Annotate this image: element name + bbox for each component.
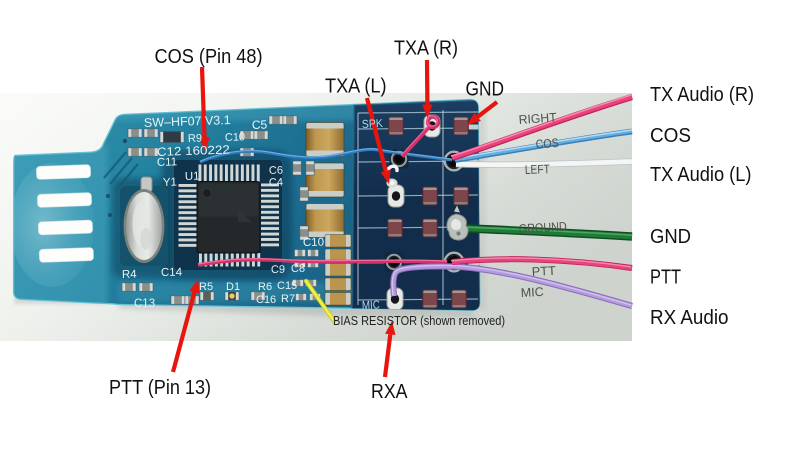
svg-text:R4: R4 bbox=[122, 269, 138, 281]
svg-text:RIGHT: RIGHT bbox=[518, 110, 557, 127]
svg-text:TXA (R): TXA (R) bbox=[394, 38, 458, 60]
svg-text:C16: C16 bbox=[256, 294, 276, 306]
svg-text:PTT: PTT bbox=[650, 267, 681, 289]
svg-text:BIAS RESISTOR (shown removed): BIAS RESISTOR (shown removed) bbox=[333, 314, 505, 328]
svg-text:C13: C13 bbox=[134, 298, 155, 310]
svg-text:SPK: SPK bbox=[362, 118, 384, 131]
svg-text:C15: C15 bbox=[277, 280, 297, 292]
svg-text:C6: C6 bbox=[269, 165, 283, 177]
svg-text:GND: GND bbox=[466, 79, 505, 101]
svg-text:COS (Pin 48): COS (Pin 48) bbox=[155, 46, 263, 68]
svg-text:GROUND: GROUND bbox=[518, 220, 567, 236]
svg-text:GND: GND bbox=[650, 226, 691, 248]
svg-text:C5: C5 bbox=[252, 117, 268, 132]
svg-text:RXA: RXA bbox=[371, 381, 408, 403]
svg-text:RX Audio: RX Audio bbox=[650, 307, 729, 329]
svg-text:D1: D1 bbox=[226, 281, 240, 293]
svg-text:PTT: PTT bbox=[531, 264, 556, 279]
svg-text:R7: R7 bbox=[281, 293, 295, 305]
svg-text:C8: C8 bbox=[291, 263, 305, 275]
svg-text:LEFT: LEFT bbox=[525, 162, 551, 177]
svg-text:TX Audio (L): TX Audio (L) bbox=[650, 164, 752, 186]
svg-text:TX Audio (R): TX Audio (R) bbox=[650, 84, 754, 106]
svg-text:PTT (Pin 13): PTT (Pin 13) bbox=[109, 377, 211, 399]
svg-text:C10: C10 bbox=[303, 237, 324, 249]
svg-text:COS: COS bbox=[650, 125, 691, 147]
svg-text:MIC: MIC bbox=[362, 299, 380, 312]
svg-text:R9: R9 bbox=[188, 133, 202, 145]
svg-text:R5: R5 bbox=[199, 281, 213, 293]
svg-text:SW–HF07 V3.1: SW–HF07 V3.1 bbox=[144, 113, 231, 130]
svg-text:C10: C10 bbox=[225, 131, 246, 144]
svg-text:MIC: MIC bbox=[520, 285, 544, 300]
svg-text:TXA (L): TXA (L) bbox=[325, 76, 387, 98]
svg-text:U1: U1 bbox=[185, 170, 200, 183]
svg-text:C11: C11 bbox=[157, 156, 178, 169]
svg-text:C4: C4 bbox=[269, 177, 283, 189]
svg-text:C9: C9 bbox=[271, 264, 285, 276]
svg-text:R6: R6 bbox=[258, 281, 272, 293]
svg-text:C12 160222: C12 160222 bbox=[157, 142, 231, 159]
svg-text:COS: COS bbox=[535, 136, 559, 152]
svg-text:Y1: Y1 bbox=[163, 177, 177, 189]
svg-text:C14: C14 bbox=[161, 267, 183, 279]
